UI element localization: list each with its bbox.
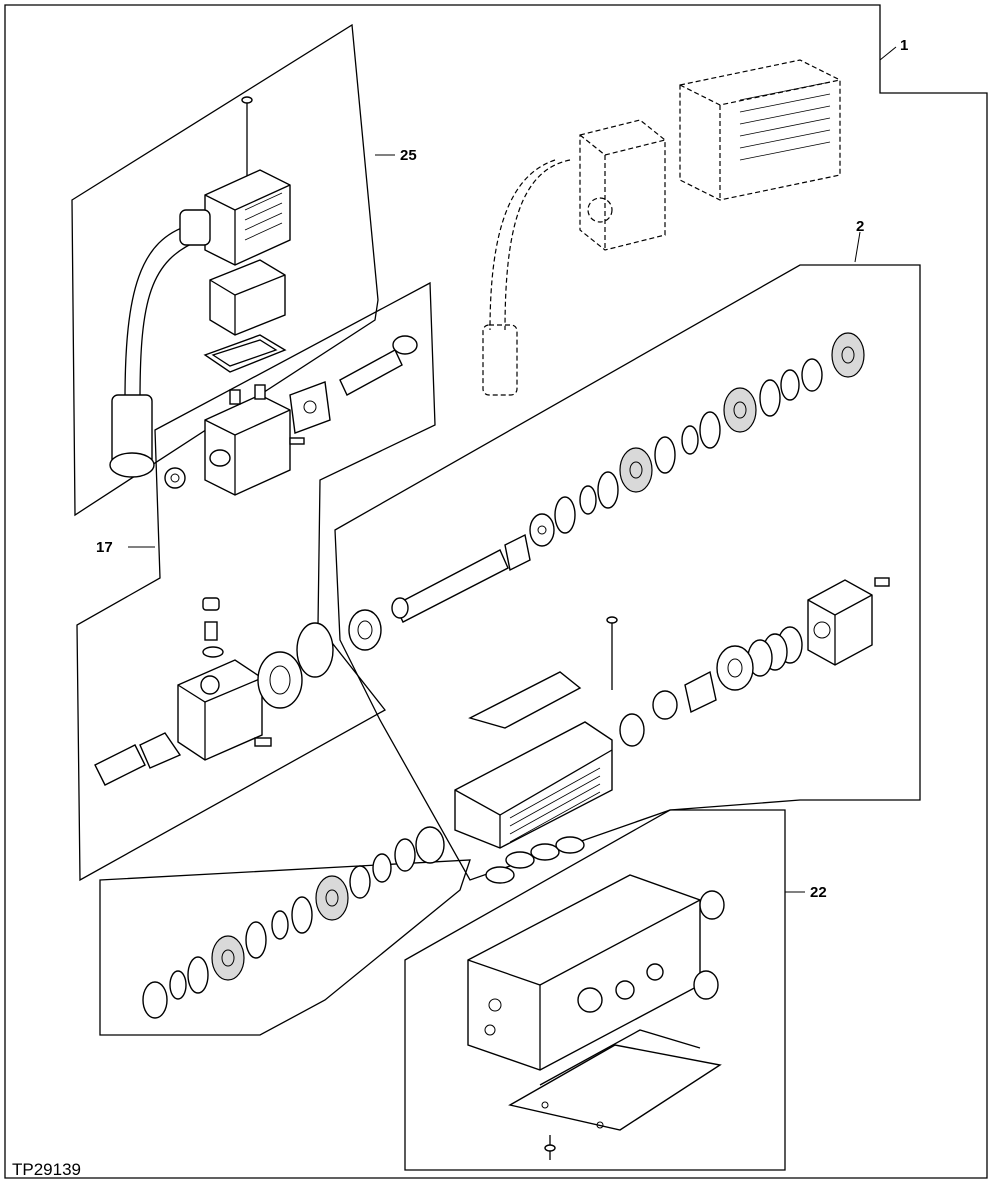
leader-lines <box>128 46 897 893</box>
main-spool-seals-upper <box>348 332 865 651</box>
lower-seals-boundary <box>99 859 471 1036</box>
dashed-solenoid-assembly <box>482 59 841 396</box>
manifold-base-22 <box>467 874 725 1160</box>
center-valve-block <box>454 671 613 884</box>
callout-17: 17 <box>96 539 113 556</box>
outer-assembly-boundary <box>4 4 988 1179</box>
solenoid-coil-17 <box>164 335 418 496</box>
group-2-boundary <box>334 264 921 881</box>
group-17-boundary <box>76 281 436 882</box>
callout-2: 2 <box>856 218 864 235</box>
figure-id: TP29139 <box>12 1160 81 1179</box>
lower-seals <box>142 826 445 1019</box>
end-cap-spring <box>606 577 890 747</box>
pilot-valve-body <box>94 597 334 786</box>
solenoid-coil-25 <box>109 96 291 478</box>
callout-22: 22 <box>810 884 827 901</box>
callout-25: 25 <box>400 147 417 164</box>
callout-1: 1 <box>900 37 908 54</box>
group-25-boundary <box>71 23 379 517</box>
group-22-boundary <box>404 809 786 1171</box>
